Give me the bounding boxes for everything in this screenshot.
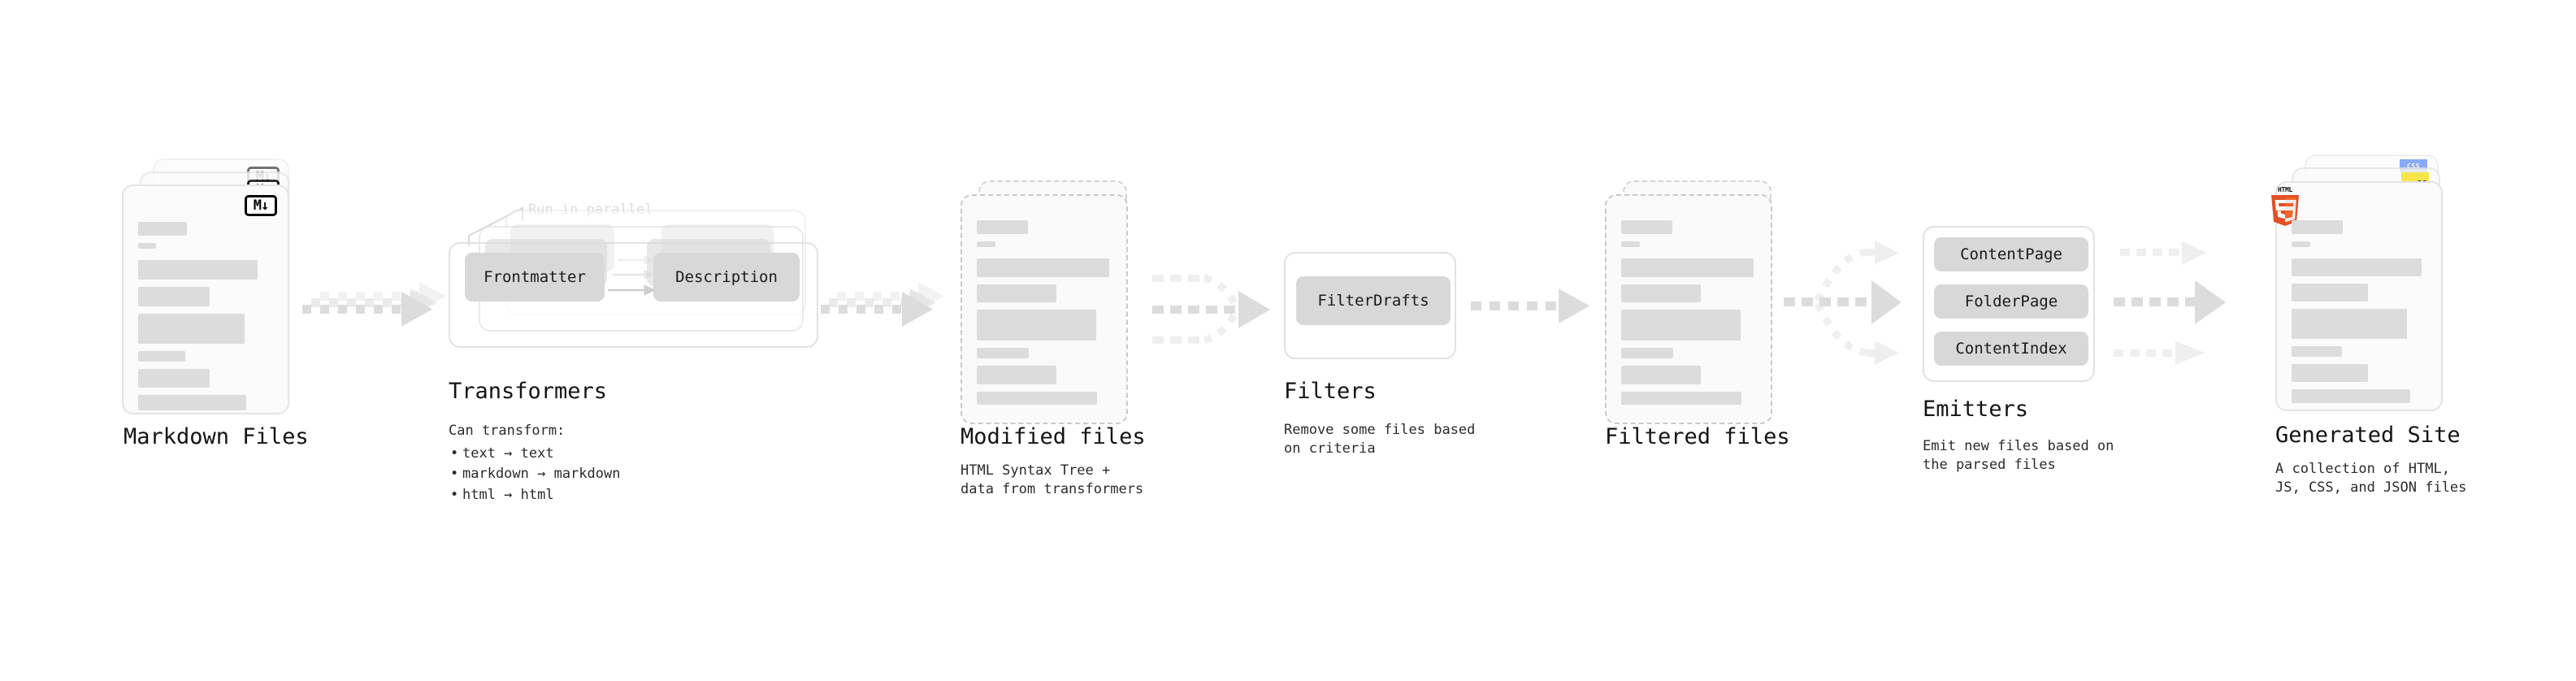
placeholder-line [1621,284,1701,302]
chip-filterdrafts[interactable]: FilterDrafts [1296,276,1451,325]
transformers-bullets: Can transform: text → text markdown → ma… [449,421,620,505]
filtered-card-front[interactable] [1605,194,1772,424]
site-card-stack: CSS JS HTML [2271,154,2470,423]
placeholder-line [138,260,258,280]
chip-contentindex[interactable]: ContentIndex [1934,332,2088,366]
stage-generated-site: CSS JS HTML [2271,154,2470,423]
page-title-transformers: Transformers [449,379,608,404]
placeholder-line [1621,392,1741,405]
placeholder-line [138,222,187,236]
markdown-card-front[interactable]: M↓ [122,184,289,414]
bullets-heading: Can transform: [449,423,566,439]
placeholder-line [2292,241,2310,247]
chip-description[interactable]: Description [653,253,800,301]
placeholder-line [977,284,1056,302]
placeholder-line [977,310,1096,340]
connector-transformers-to-modified [821,272,967,345]
markdown-card-stack: M↓ M↓ M↓ [122,158,301,419]
filtered-card-lines [1621,220,1756,412]
html5-wordmark: HTML [2277,186,2293,193]
stage-markdown-files: M↓ M↓ M↓ [122,158,301,419]
stage-modified-files [961,180,1139,424]
placeholder-line [2292,284,2368,301]
placeholder-line [138,287,210,306]
placeholder-line [138,369,210,388]
modified-card-stack [961,180,1139,424]
stage-desc-filters: Remove some files based on criteria [1284,422,1476,457]
placeholder-line [1621,258,1754,277]
stage-filtered-files [1605,180,1784,424]
modified-card-front[interactable] [961,194,1128,424]
placeholder-line [1621,348,1673,358]
placeholder-line [2292,309,2407,339]
site-card-front[interactable]: HTML [2271,181,2443,411]
placeholder-line [138,243,156,249]
placeholder-line [138,351,185,362]
placeholder-line [138,395,246,410]
placeholder-line [1621,241,1640,247]
placeholder-line [1621,310,1741,340]
placeholder-line [138,314,245,344]
transformer-box-front[interactable] [449,242,818,348]
connector-modified-to-filters [1138,268,1292,358]
placeholder-line [977,258,1109,277]
placeholder-line [2292,258,2422,276]
chip-frontmatter[interactable]: Frontmatter [465,253,605,301]
parallel-bracket [467,203,540,260]
placeholder-line [2292,389,2410,403]
site-card-lines [2292,220,2426,410]
chip-contentpage[interactable]: ContentPage [1934,237,2088,271]
html5-icon: HTML [2268,186,2302,226]
bullet-item: html → html [462,485,620,506]
page-title-modified-files: Modified files [961,424,1146,449]
connector-md-to-transformers [302,272,457,345]
page-title-markdown-files: Markdown Files [124,424,309,449]
filtered-card-stack [1605,180,1784,424]
bullet-item: text → text [462,444,620,465]
stage-desc-emitters: Emit new files based on the parsed files [1923,438,2114,473]
placeholder-line [2292,346,2342,357]
placeholder-line [2292,220,2343,234]
placeholder-line [977,366,1056,384]
connector-emitters-to-site [2109,234,2255,384]
page-title-filters: Filters [1284,379,1377,404]
stage-desc-modified-files: HTML Syntax Tree + data from transformer… [961,462,1144,497]
chip-folderpage[interactable]: FolderPage [1934,284,2088,319]
bullet-item: markdown → markdown [462,464,620,485]
markdown-card-lines [138,222,273,418]
placeholder-line [977,392,1097,405]
stage-desc-generated-site: A collection of HTML, JS, CSS, and JSON … [2275,461,2467,496]
connector-filtered-to-emitters [1776,234,1922,384]
modified-card-lines [977,220,1112,412]
page-title-emitters: Emitters [1923,397,2029,422]
placeholder-line [977,348,1029,358]
connector-filters-to-filtered [1471,288,1601,329]
page-title-filtered-files: Filtered files [1605,424,1790,449]
placeholder-line [1621,220,1672,234]
page-title-generated-site: Generated Site [2275,423,2461,448]
placeholder-line [977,220,1028,234]
placeholder-line [977,241,995,247]
run-in-parallel-label: Run in parallel [528,202,653,218]
placeholder-line [1621,366,1701,384]
placeholder-line [2292,364,2368,382]
markdown-icon: M↓ [245,195,277,216]
